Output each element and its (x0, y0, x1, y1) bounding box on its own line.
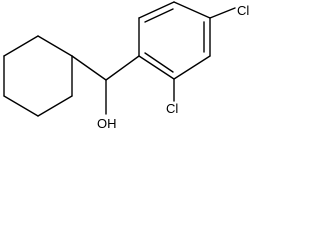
chlorine-bonds (173, 7, 236, 102)
cyclohexyl-ring (3, 35, 73, 117)
molecule-drawing: Cl Cl OH (3, 1, 249, 131)
structure-canvas: Cl Cl OH (0, 0, 257, 137)
chlorine-label-top: Cl (237, 3, 249, 18)
benzene-ring (138, 1, 211, 80)
methine-bonds (71, 55, 140, 115)
chlorine-label-bottom: Cl (166, 101, 178, 116)
hydroxyl-label: OH (97, 116, 117, 131)
